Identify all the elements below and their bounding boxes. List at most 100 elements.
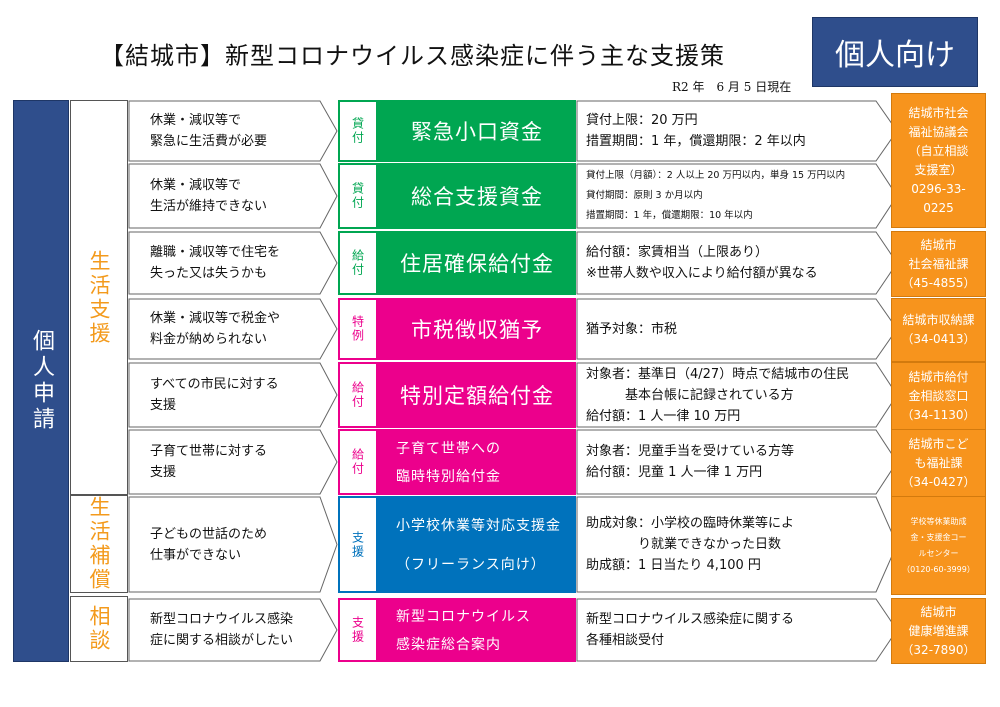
- detail-line: 貸付上限（月額）：2 人以上 20 万円以内，単身 15 万円以内: [586, 170, 846, 181]
- detail-line: 貸付上限：20 万円: [586, 113, 698, 128]
- contact-line: 結城市社会: [908, 105, 969, 120]
- contact-line: 金・支援金コー: [910, 532, 967, 542]
- contact-line: （32-7890）: [901, 642, 976, 657]
- contact-line: ルセンター: [918, 548, 959, 558]
- detail-line: 新型コロナウイルス感染症に関する: [586, 612, 795, 627]
- contact-box: 結城市社会福祉課（45-4855）: [891, 231, 986, 297]
- support-row: 休業・減収等で 生活が維持できない 貸付総合支援資金貸付上限（月額）：2 人以上 …: [128, 163, 898, 229]
- program-name-line: 子育て世帯への: [396, 440, 501, 457]
- program-box: 貸付総合支援資金: [338, 163, 576, 229]
- detail-line: 助成対象：小学校の臨時休業等によ: [586, 516, 795, 531]
- situation-text: 子どもの世話のため 仕事ができない: [150, 526, 268, 563]
- support-row: 子どもの世話のため 仕事ができない 支援 小学校休業等対応支援金 （フリーランス向け）…: [128, 496, 898, 593]
- situation-arrow: すべての市民に対する 支援: [128, 362, 338, 428]
- contact-box: 学校等休業助成金・支援金コールセンター （0120-60-3999）: [891, 496, 986, 595]
- program-box: 特例市税徴収猶予: [338, 298, 576, 360]
- contact-line: （0120-60-3999）: [902, 564, 975, 574]
- category-label: 生活支援: [87, 249, 111, 346]
- program-type-text: 支援: [350, 616, 365, 644]
- detail-line: 措置期間：1 年，償還期限：10 年以内: [586, 210, 753, 221]
- page-title: 【結城市】新型コロナウイルス感染症に伴う主な支援策: [100, 42, 725, 70]
- program-name: 特別定額給付金: [378, 362, 576, 428]
- situation-text: 休業・減収等で 生活が維持できない: [150, 178, 268, 214]
- support-row: 休業・減収等で税金や 料金が納められない特例市税徴収猶予猶予対象：市税: [128, 298, 898, 360]
- contact-line: 社会福祉課: [908, 256, 969, 271]
- program-box: 支援新型コロナウイルス感染症総合案内: [338, 598, 576, 662]
- contact-line: （自立相談: [908, 143, 969, 158]
- contact-line: 0225: [923, 200, 954, 215]
- individual-application-label: 個人申請: [13, 100, 69, 662]
- support-row: 子育て世帯に対する 支援 給付子育て世帯への臨時特別給付金対象者：児童手当を受けて…: [128, 429, 898, 495]
- contact-line: 金相談窓口: [908, 388, 969, 403]
- situation-arrow: 新型コロナウイルス感染 症に関する相談がしたい: [128, 598, 338, 662]
- program-type-text: 支援: [350, 530, 365, 559]
- program-type-tag: 特例: [338, 298, 378, 360]
- situation-text: 離職・減収等で住宅を 失った又は失うかも: [150, 245, 281, 281]
- detail-line: 給付額：児童 1 人一律 1 万円: [586, 465, 763, 480]
- program-type-text: 給付: [350, 249, 365, 277]
- situation-text: 新型コロナウイルス感染 症に関する相談がしたい: [150, 612, 294, 648]
- program-detail-arrow: 対象者：基準日（4/27）時点で結城市の住民 基本台帳に記録されている方給付額：…: [576, 362, 898, 428]
- program-type-tag: 貸付: [338, 100, 378, 162]
- program-box: 給付子育て世帯への臨時特別給付金: [338, 429, 576, 495]
- program-detail-arrow: 給付額：家賃相当（上限あり）※世帯人数や収入により給付額が異なる: [576, 231, 898, 295]
- detail-line: 猶予対象：市税: [586, 321, 678, 337]
- program-detail-arrow: 貸付上限（月額）：2 人以上 20 万円以内，単身 15 万円以内貸付期間：原則…: [576, 163, 898, 229]
- category-life-support: 生活支援: [70, 100, 128, 495]
- program-type-tag: 給付: [338, 362, 378, 428]
- program-detail-arrow: 猶予対象：市税: [576, 298, 898, 360]
- program-type-text: 貸付: [350, 182, 365, 210]
- support-row: すべての市民に対する 支援 給付特別定額給付金対象者：基準日（4/27）時点で結城…: [128, 362, 898, 428]
- contact-line: 結城市給付: [908, 369, 969, 384]
- as-of-date: R2 年 6 月 5 日現在: [672, 80, 792, 94]
- contact-box: 結城市社会福祉協議会（自立相談支援室）0296-33-0225: [891, 93, 986, 228]
- program-box: 給付特別定額給付金: [338, 362, 576, 428]
- detail-line: 貸付期間：原則 3 か月以内: [586, 190, 703, 201]
- detail-line: 対象者：基準日（4/27）時点で結城市の住民: [586, 366, 850, 382]
- category-label: 生活補償: [87, 496, 111, 592]
- program-detail-arrow: 助成対象：小学校の臨時休業等によ り就業できなかった日数助成額：1 日当たり 4…: [576, 496, 898, 593]
- contact-line: 結城市収納課: [902, 313, 975, 327]
- program-name: 総合支援資金: [378, 163, 576, 229]
- program-name: 小学校休業等対応支援金 （フリーランス向け）: [378, 496, 576, 593]
- program-box: 支援 小学校休業等対応支援金 （フリーランス向け）: [338, 496, 576, 593]
- individual-application-text: 個人申請: [29, 329, 54, 433]
- contact-line: 学校等休業助成: [910, 516, 967, 526]
- program-name: 緊急小口資金: [378, 100, 576, 162]
- contact-line: も福祉課: [914, 455, 963, 470]
- program-type-text: 特例: [350, 315, 365, 343]
- program-type-tag: 支援: [338, 496, 378, 593]
- contact-line: 0296-33-: [911, 181, 966, 196]
- category-consultation: 相談: [70, 596, 128, 662]
- program-box: 貸付緊急小口資金: [338, 100, 576, 162]
- program-name: 市税徴収猶予: [378, 298, 576, 360]
- contact-line: 結城市: [920, 237, 957, 252]
- program-name-line: 新型コロナウイルス: [396, 609, 531, 625]
- detail-line: 給付額：1 人一律 10 万円: [586, 408, 741, 424]
- contact-box: 結城市収納課（34-0413）: [891, 298, 986, 362]
- situation-text: すべての市民に対する 支援: [150, 377, 279, 413]
- detail-line: 基本台帳に記録されている方: [586, 387, 794, 403]
- situation-text: 子育て世帯に対する 支援: [150, 444, 268, 480]
- program-name: 子育て世帯への臨時特別給付金: [378, 429, 576, 495]
- program-detail-arrow: 新型コロナウイルス感染症に関する各種相談受付: [576, 598, 898, 662]
- contact-line: 結城市こど: [908, 436, 969, 451]
- program-name-line: 小学校休業等対応支援金: [396, 518, 561, 534]
- contact-line: （34-0427）: [901, 474, 976, 489]
- program-type-text: 給付: [350, 381, 365, 409]
- detail-line: 対象者：児童手当を受けている方等: [586, 444, 795, 459]
- program-name: 新型コロナウイルス感染症総合案内: [378, 598, 576, 662]
- program-box: 給付住居確保給付金: [338, 231, 576, 295]
- situation-arrow: 子どもの世話のため 仕事ができない: [128, 496, 338, 593]
- contact-line: 支援室）: [914, 162, 963, 177]
- program-name-line: （フリーランス向け）: [396, 557, 546, 573]
- program-type-text: 貸付: [350, 117, 365, 145]
- situation-arrow: 子育て世帯に対する 支援: [128, 429, 338, 495]
- detail-line: 助成額：1 日当たり 4,100 円: [586, 558, 761, 573]
- detail-line: ※世帯人数や収入により給付額が異なる: [586, 266, 818, 281]
- situation-arrow: 休業・減収等で 生活が維持できない: [128, 163, 338, 229]
- detail-line: 各種相談受付: [586, 633, 665, 648]
- detail-line: 措置期間：1 年，償還期限：2 年以内: [586, 134, 806, 149]
- situation-text: 休業・減収等で 緊急に生活費が必要: [150, 113, 268, 149]
- program-type-tag: 給付: [338, 429, 378, 495]
